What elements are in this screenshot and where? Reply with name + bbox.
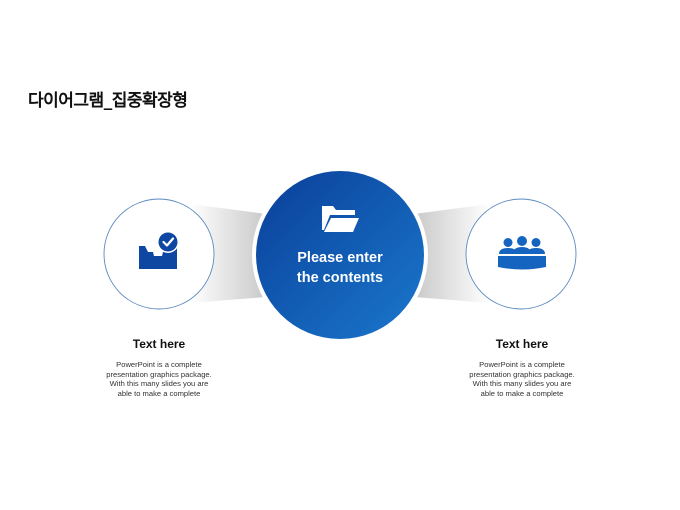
left-caption-title: Text here <box>132 337 186 351</box>
inbox-check-icon <box>139 231 179 269</box>
right-caption: Text here PowerPoint is a complete prese… <box>452 337 592 398</box>
center-label-line-2: the contents <box>296 270 384 286</box>
left-caption: Text here PowerPoint is a complete prese… <box>89 337 229 398</box>
center-node-circle <box>256 171 424 339</box>
right-caption-title: Text here <box>495 337 549 351</box>
left-caption-line-2: presentation graphics package. <box>106 369 212 379</box>
people-group-icon <box>498 236 546 270</box>
right-caption-line-1: PowerPoint is a complete <box>479 360 565 369</box>
left-caption-line-1: PowerPoint is a complete <box>116 360 202 369</box>
slide-title: 다이어그램_집중확장형 <box>28 91 188 111</box>
connector-band-left <box>190 204 266 303</box>
connector-band-right <box>414 204 490 303</box>
folder-open-icon <box>322 206 359 232</box>
left-caption-body: PowerPoint is a complete presentation gr… <box>89 360 229 398</box>
right-caption-line-3: With this many slides you are <box>472 379 572 389</box>
right-caption-line-4: able to make a complete <box>480 388 564 398</box>
left-caption-line-4: able to make a complete <box>117 388 201 398</box>
right-caption-body: PowerPoint is a complete presentation gr… <box>452 360 592 398</box>
center-label: Please enter the contents <box>262 248 418 288</box>
left-node-circle <box>103 198 215 310</box>
center-label-line-1: Please enter <box>297 250 383 266</box>
right-caption-line-2: presentation graphics package. <box>469 369 575 379</box>
left-caption-line-3: With this many slides you are <box>109 379 209 389</box>
